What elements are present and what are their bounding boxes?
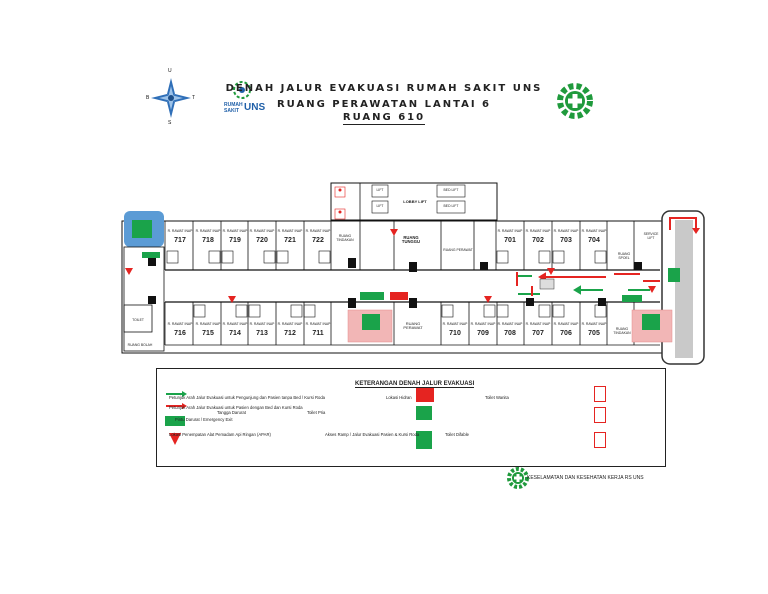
compass-north: U xyxy=(168,68,172,74)
legend-red-route: Petunjuk Arah Jalur Evakuasi untuk Pasie… xyxy=(169,405,303,410)
logo-rumah: RUMAH xyxy=(224,102,243,108)
legend-hidran-icon xyxy=(416,388,434,402)
legend-toilet-difable-icon xyxy=(594,432,606,448)
legend-apar: Lokasi Penempatan Alat Pemadam Api Ringa… xyxy=(169,432,271,437)
legend-exit-sign xyxy=(165,416,185,426)
title-line-1: DENAH JALUR EVAKUASI RUMAH SAKIT UNS xyxy=(225,83,543,94)
ruang-tunggu-label: RUANG TUNGGU xyxy=(401,235,421,244)
legend-toilet-wanita-icon xyxy=(594,386,606,402)
ruang-tindakan-right-label: RUANG TINDAKAN xyxy=(613,327,631,335)
legend-ramp: Akses Ramp / Jalur Evakuasi Pasien & Kur… xyxy=(325,432,420,437)
title-line-2: RUANG PERAWATAN LANTAI 6 xyxy=(276,99,492,110)
compass-rose: U S T B xyxy=(145,68,197,126)
bed-lift-label-2: BED LIFT xyxy=(443,204,459,208)
toilet-label: TOILET xyxy=(132,318,144,322)
legend-green-route: Petunjuk Arah Jalur Evakuasi untuk Pengu… xyxy=(169,395,325,400)
legend-toilet-pria-icon xyxy=(594,407,606,423)
lift-label-1: LIFT xyxy=(376,188,384,192)
legend-toilet-pria: Toilet Pria xyxy=(307,410,326,415)
footer-text: KESELAMATAN DAN KESEHATAN KERJA RS UNS xyxy=(527,475,644,481)
compass-east: T xyxy=(192,95,196,101)
k3-logo xyxy=(556,82,594,120)
lobby-lift-label: LOBBY LIFT xyxy=(403,199,427,204)
legend-title: KETERANGAN DENAH JALUR EVAKUASI xyxy=(355,381,475,388)
hospital-logo: RUMAH SAKIT UNS xyxy=(222,80,270,120)
legend-pintu-darurat: Pintu Darurat / Emergency Exit xyxy=(175,417,233,422)
lift-label-2: LIFT xyxy=(376,204,384,208)
legend-toilet-wanita: Toilet Wanita xyxy=(485,395,509,400)
ruang-spoel-label: RUANG SPOEL xyxy=(617,252,631,260)
footer-k3-logo xyxy=(507,467,529,489)
compass-south: S xyxy=(168,120,172,126)
ruang-perawat-mid-label: RUANG PERAWAT xyxy=(403,321,423,330)
legend-tangga-darurat: Tangga Darurat xyxy=(217,410,246,415)
legend-exit-icon-2 xyxy=(416,431,432,449)
legend-box: KETERANGAN DENAH JALUR EVAKUASI Petunjuk… xyxy=(156,368,666,467)
ruang-perawat-label: RUANG PERAWAT xyxy=(443,248,473,252)
service-lift-label: SERVICE LIFT xyxy=(643,232,659,240)
legend-apar-icon xyxy=(169,433,181,445)
legend-toilet-difable: Toilet Difable xyxy=(445,432,469,437)
bed-lift-label-1: BED LIFT xyxy=(443,188,459,192)
logo-sakit: SAKIT xyxy=(224,108,239,114)
compass-west: B xyxy=(146,95,150,101)
ruang-tindakan-label: RUANG TINDAKAN xyxy=(336,234,354,242)
ruang-bola-label: RUANG BOLAH xyxy=(127,343,153,347)
title-line-3: RUANG 610 xyxy=(342,112,426,125)
legend-exit-icon-1 xyxy=(416,406,432,420)
logo-uns: UNS xyxy=(244,102,266,113)
legend-hidran: Lokasi Hidran xyxy=(386,395,412,400)
